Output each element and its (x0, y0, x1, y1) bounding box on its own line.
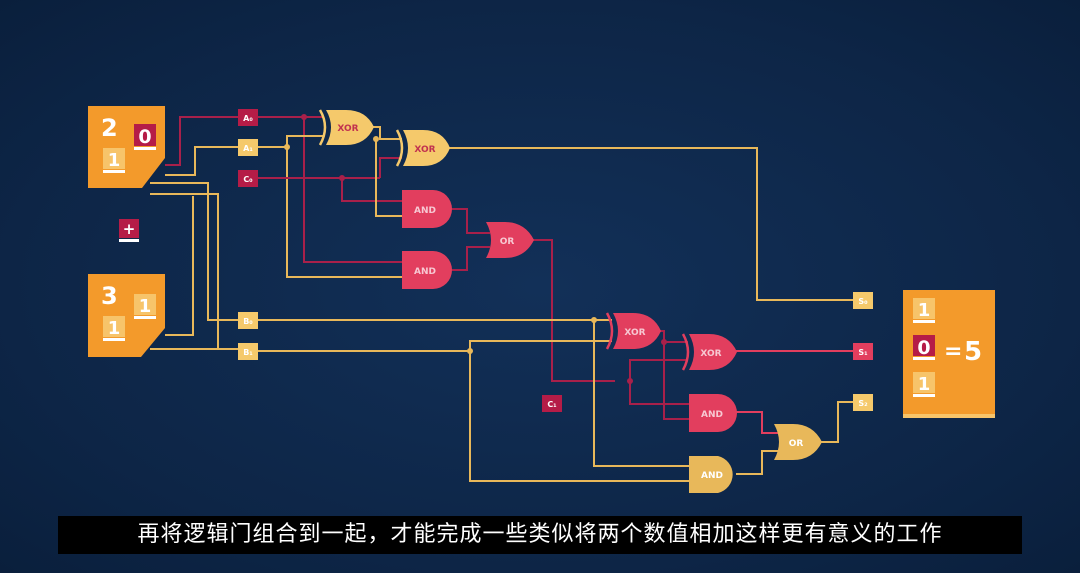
wire-c1-xor4 (629, 359, 688, 381)
svg-text:XOR: XOR (700, 349, 721, 359)
wire-c1-and3 (629, 381, 691, 405)
svg-text:C₀: C₀ (243, 175, 253, 184)
wire-a1 (165, 135, 405, 278)
wire-xor3-and3 (663, 342, 691, 420)
svg-text:S₀: S₀ (858, 297, 868, 306)
wire-c0-xor2 (379, 157, 402, 178)
wire-junctions (284, 114, 667, 384)
and-gate-4: AND (689, 456, 733, 493)
svg-text:S₁: S₁ (858, 348, 868, 357)
svg-text:C₁: C₁ (547, 400, 557, 409)
wire-b-short (165, 196, 194, 336)
tag-c1: C₁ (542, 395, 562, 412)
svg-text:A₀: A₀ (243, 114, 253, 123)
plus-operator: + (119, 219, 139, 242)
wire-b0-route (150, 182, 238, 321)
input-b-decimal: 3 (101, 282, 118, 310)
input-a-bit0-box (134, 124, 156, 146)
output-bit-1: 0 (917, 337, 930, 359)
svg-text:AND: AND (701, 410, 723, 420)
svg-text:XOR: XOR (624, 328, 645, 338)
input-b-bit0: 1 (139, 296, 152, 317)
and-gate-3: AND (689, 394, 737, 432)
input-a-bit1: 1 (108, 150, 121, 171)
input-a-block: 2 0 1 (88, 106, 165, 188)
plus-operator-text: + (123, 220, 136, 238)
svg-text:A₁: A₁ (243, 144, 253, 153)
wire-c0 (258, 177, 405, 202)
wire-s2 (820, 401, 853, 443)
svg-text:AND: AND (414, 206, 436, 216)
input-b-bit1: 1 (108, 318, 121, 339)
xor-gate-2: XOR (395, 129, 450, 167)
wire-xor3-out (660, 330, 688, 343)
output-result: 5 (964, 337, 982, 367)
tag-s2: S₂ (853, 394, 873, 411)
xor-gate-3: XOR (605, 312, 661, 350)
svg-text:S₂: S₂ (858, 399, 868, 408)
wire-b1 (258, 340, 612, 352)
svg-text:OR: OR (500, 237, 515, 247)
wire-and1-or1 (452, 208, 490, 234)
wire-xor1-out (372, 126, 405, 217)
tag-b1: B₁ (238, 343, 258, 360)
output-equals: = (944, 339, 962, 364)
or-gate-2: OR (774, 424, 822, 460)
svg-text:OR: OR (789, 439, 804, 449)
svg-text:B₀: B₀ (243, 317, 253, 326)
tag-c0: C₀ (238, 170, 258, 187)
input-a-bit1-box (103, 148, 125, 169)
tag-a1: A₁ (238, 139, 258, 156)
svg-text:XOR: XOR (337, 124, 358, 134)
or-gate-1: OR (486, 222, 534, 258)
svg-text:B₁: B₁ (243, 348, 253, 357)
wire-b1-and4 (469, 351, 691, 482)
wire-and4-or2 (736, 450, 778, 475)
wire-c1 (532, 239, 615, 382)
tag-b0: B₀ (238, 312, 258, 329)
output-bit-2: 1 (918, 300, 931, 321)
svg-text:AND: AND (701, 471, 723, 481)
and-gate-1: AND (402, 190, 452, 228)
xor-gate-1: XOR (318, 109, 374, 146)
input-b-block: 3 1 1 (88, 274, 165, 357)
output-bit-0: 1 (918, 374, 931, 395)
tag-s1: S₁ (853, 343, 873, 360)
wire-and2-or1 (452, 246, 490, 271)
input-a-bit0: 0 (138, 126, 151, 148)
tag-a0: A₀ (238, 109, 258, 126)
input-a-decimal: 2 (101, 114, 118, 142)
wire-a0 (165, 116, 405, 263)
wire-s0 (448, 147, 853, 301)
output-block: 1 0 1 = 5 (903, 290, 995, 418)
wire-and3-or2 (736, 411, 778, 434)
xor-gate-4: XOR (681, 333, 737, 371)
svg-text:AND: AND (414, 267, 436, 277)
wire-b0-and4 (593, 320, 691, 467)
tag-s0: S₀ (853, 292, 873, 309)
svg-text:XOR: XOR (414, 145, 435, 155)
subtitle-caption: 再将逻辑门组合到一起，才能完成一些类似将两个数值相加这样更有意义的工作 (58, 516, 1022, 554)
and-gate-2: AND (402, 251, 452, 289)
